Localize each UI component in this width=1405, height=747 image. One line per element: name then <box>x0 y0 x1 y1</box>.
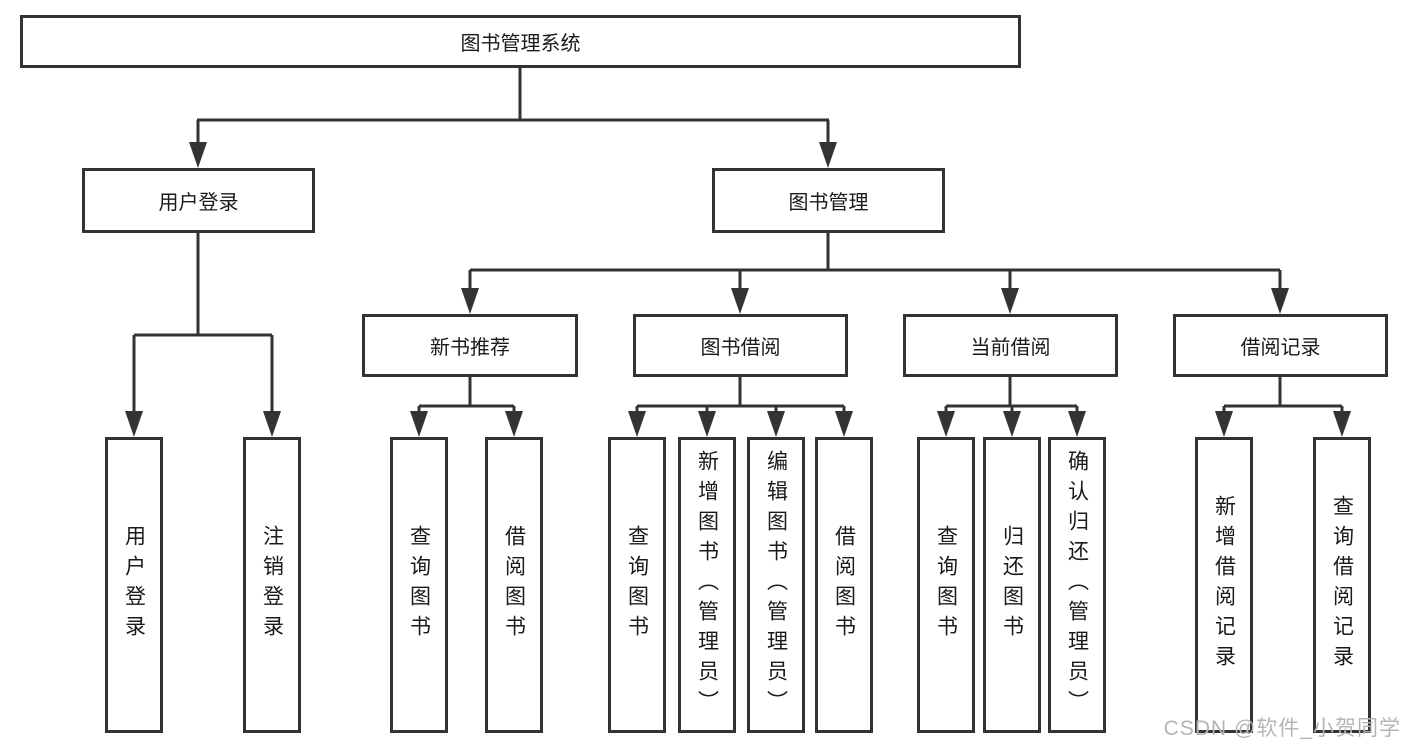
arrowhead-icon <box>1271 288 1289 314</box>
node-root-system: 图书管理系统 <box>20 15 1021 68</box>
leaf-borrow-books: 借阅图书 <box>485 437 543 733</box>
node-new-book-recommend: 新书推荐 <box>362 314 578 377</box>
arrowhead-icon <box>189 142 207 168</box>
leaf-borrow-books: 借阅图书 <box>815 437 873 733</box>
leaf-logout: 注销登录 <box>243 437 301 733</box>
arrowhead-icon <box>1068 411 1086 437</box>
node-label: 图书借阅 <box>700 337 781 359</box>
arrowhead-icon <box>461 288 479 314</box>
connector-root-to-level2 <box>196 68 830 148</box>
leaf-return-books: 归还图书 <box>983 437 1041 733</box>
leaf-confirm-return-admin: 确认归还（管理员） <box>1048 437 1106 733</box>
connector-borrow-records-children <box>1222 377 1344 418</box>
arrowhead-icon <box>263 411 281 437</box>
node-book-borrowing: 图书借阅 <box>633 314 848 377</box>
leaf-label: 归还图书 <box>1000 525 1024 645</box>
connector-user-login-children <box>132 233 274 418</box>
arrowhead-icon <box>819 142 837 168</box>
arrowhead-icon <box>698 411 716 437</box>
arrowhead-icon <box>1215 411 1233 437</box>
leaf-query-borrow-record: 查询借阅记录 <box>1313 437 1371 733</box>
connector-book-borrow-children <box>635 377 846 418</box>
connector-book-mgmt-children <box>468 233 1282 294</box>
leaf-label: 新增借阅记录 <box>1212 495 1236 675</box>
leaf-label: 新增图书（管理员） <box>695 450 719 720</box>
node-user-login: 用户登录 <box>82 168 315 233</box>
leaf-label: 查询借阅记录 <box>1330 495 1354 675</box>
node-label: 借阅记录 <box>1240 337 1321 359</box>
arrowhead-icon <box>767 411 785 437</box>
connector-new-book-children <box>417 377 516 418</box>
leaf-label: 用户登录 <box>122 525 146 645</box>
leaf-label: 查询图书 <box>407 525 431 645</box>
arrowhead-icon <box>1333 411 1351 437</box>
arrowhead-icon <box>410 411 428 437</box>
leaf-add-books-admin: 新增图书（管理员） <box>678 437 736 733</box>
arrowhead-icon <box>1003 411 1021 437</box>
arrowhead-icon <box>125 411 143 437</box>
arrowhead-icon <box>1001 288 1019 314</box>
leaf-edit-books-admin: 编辑图书（管理员） <box>747 437 805 733</box>
node-label: 用户登录 <box>158 192 239 214</box>
node-label: 图书管理 <box>788 192 869 214</box>
node-label: 新书推荐 <box>430 337 510 359</box>
leaf-label: 编辑图书（管理员） <box>764 450 788 720</box>
arrowhead-icon <box>505 411 523 437</box>
node-current-borrowing: 当前借阅 <box>903 314 1118 377</box>
node-label: 当前借阅 <box>970 337 1051 359</box>
node-label: 图书管理系统 <box>460 33 581 55</box>
leaf-query-books: 查询图书 <box>917 437 975 733</box>
leaf-query-books: 查询图书 <box>390 437 448 733</box>
leaf-user-login: 用户登录 <box>105 437 163 733</box>
leaf-query-books: 查询图书 <box>608 437 666 733</box>
leaf-add-borrow-record: 新增借阅记录 <box>1195 437 1253 733</box>
leaf-label: 查询图书 <box>625 525 649 645</box>
leaf-label: 查询图书 <box>934 525 958 645</box>
watermark: CSDN @软件_小贺同学 <box>1163 717 1401 740</box>
leaf-label: 借阅图书 <box>502 525 526 645</box>
leaf-label: 借阅图书 <box>832 525 856 645</box>
leaf-label: 确认归还（管理员） <box>1065 450 1089 720</box>
arrowhead-icon <box>937 411 955 437</box>
arrowhead-icon <box>628 411 646 437</box>
leaf-label: 注销登录 <box>260 525 284 645</box>
arrowhead-icon <box>731 288 749 314</box>
node-borrowing-records: 借阅记录 <box>1173 314 1388 377</box>
arrowhead-icon <box>835 411 853 437</box>
node-book-management: 图书管理 <box>712 168 945 233</box>
